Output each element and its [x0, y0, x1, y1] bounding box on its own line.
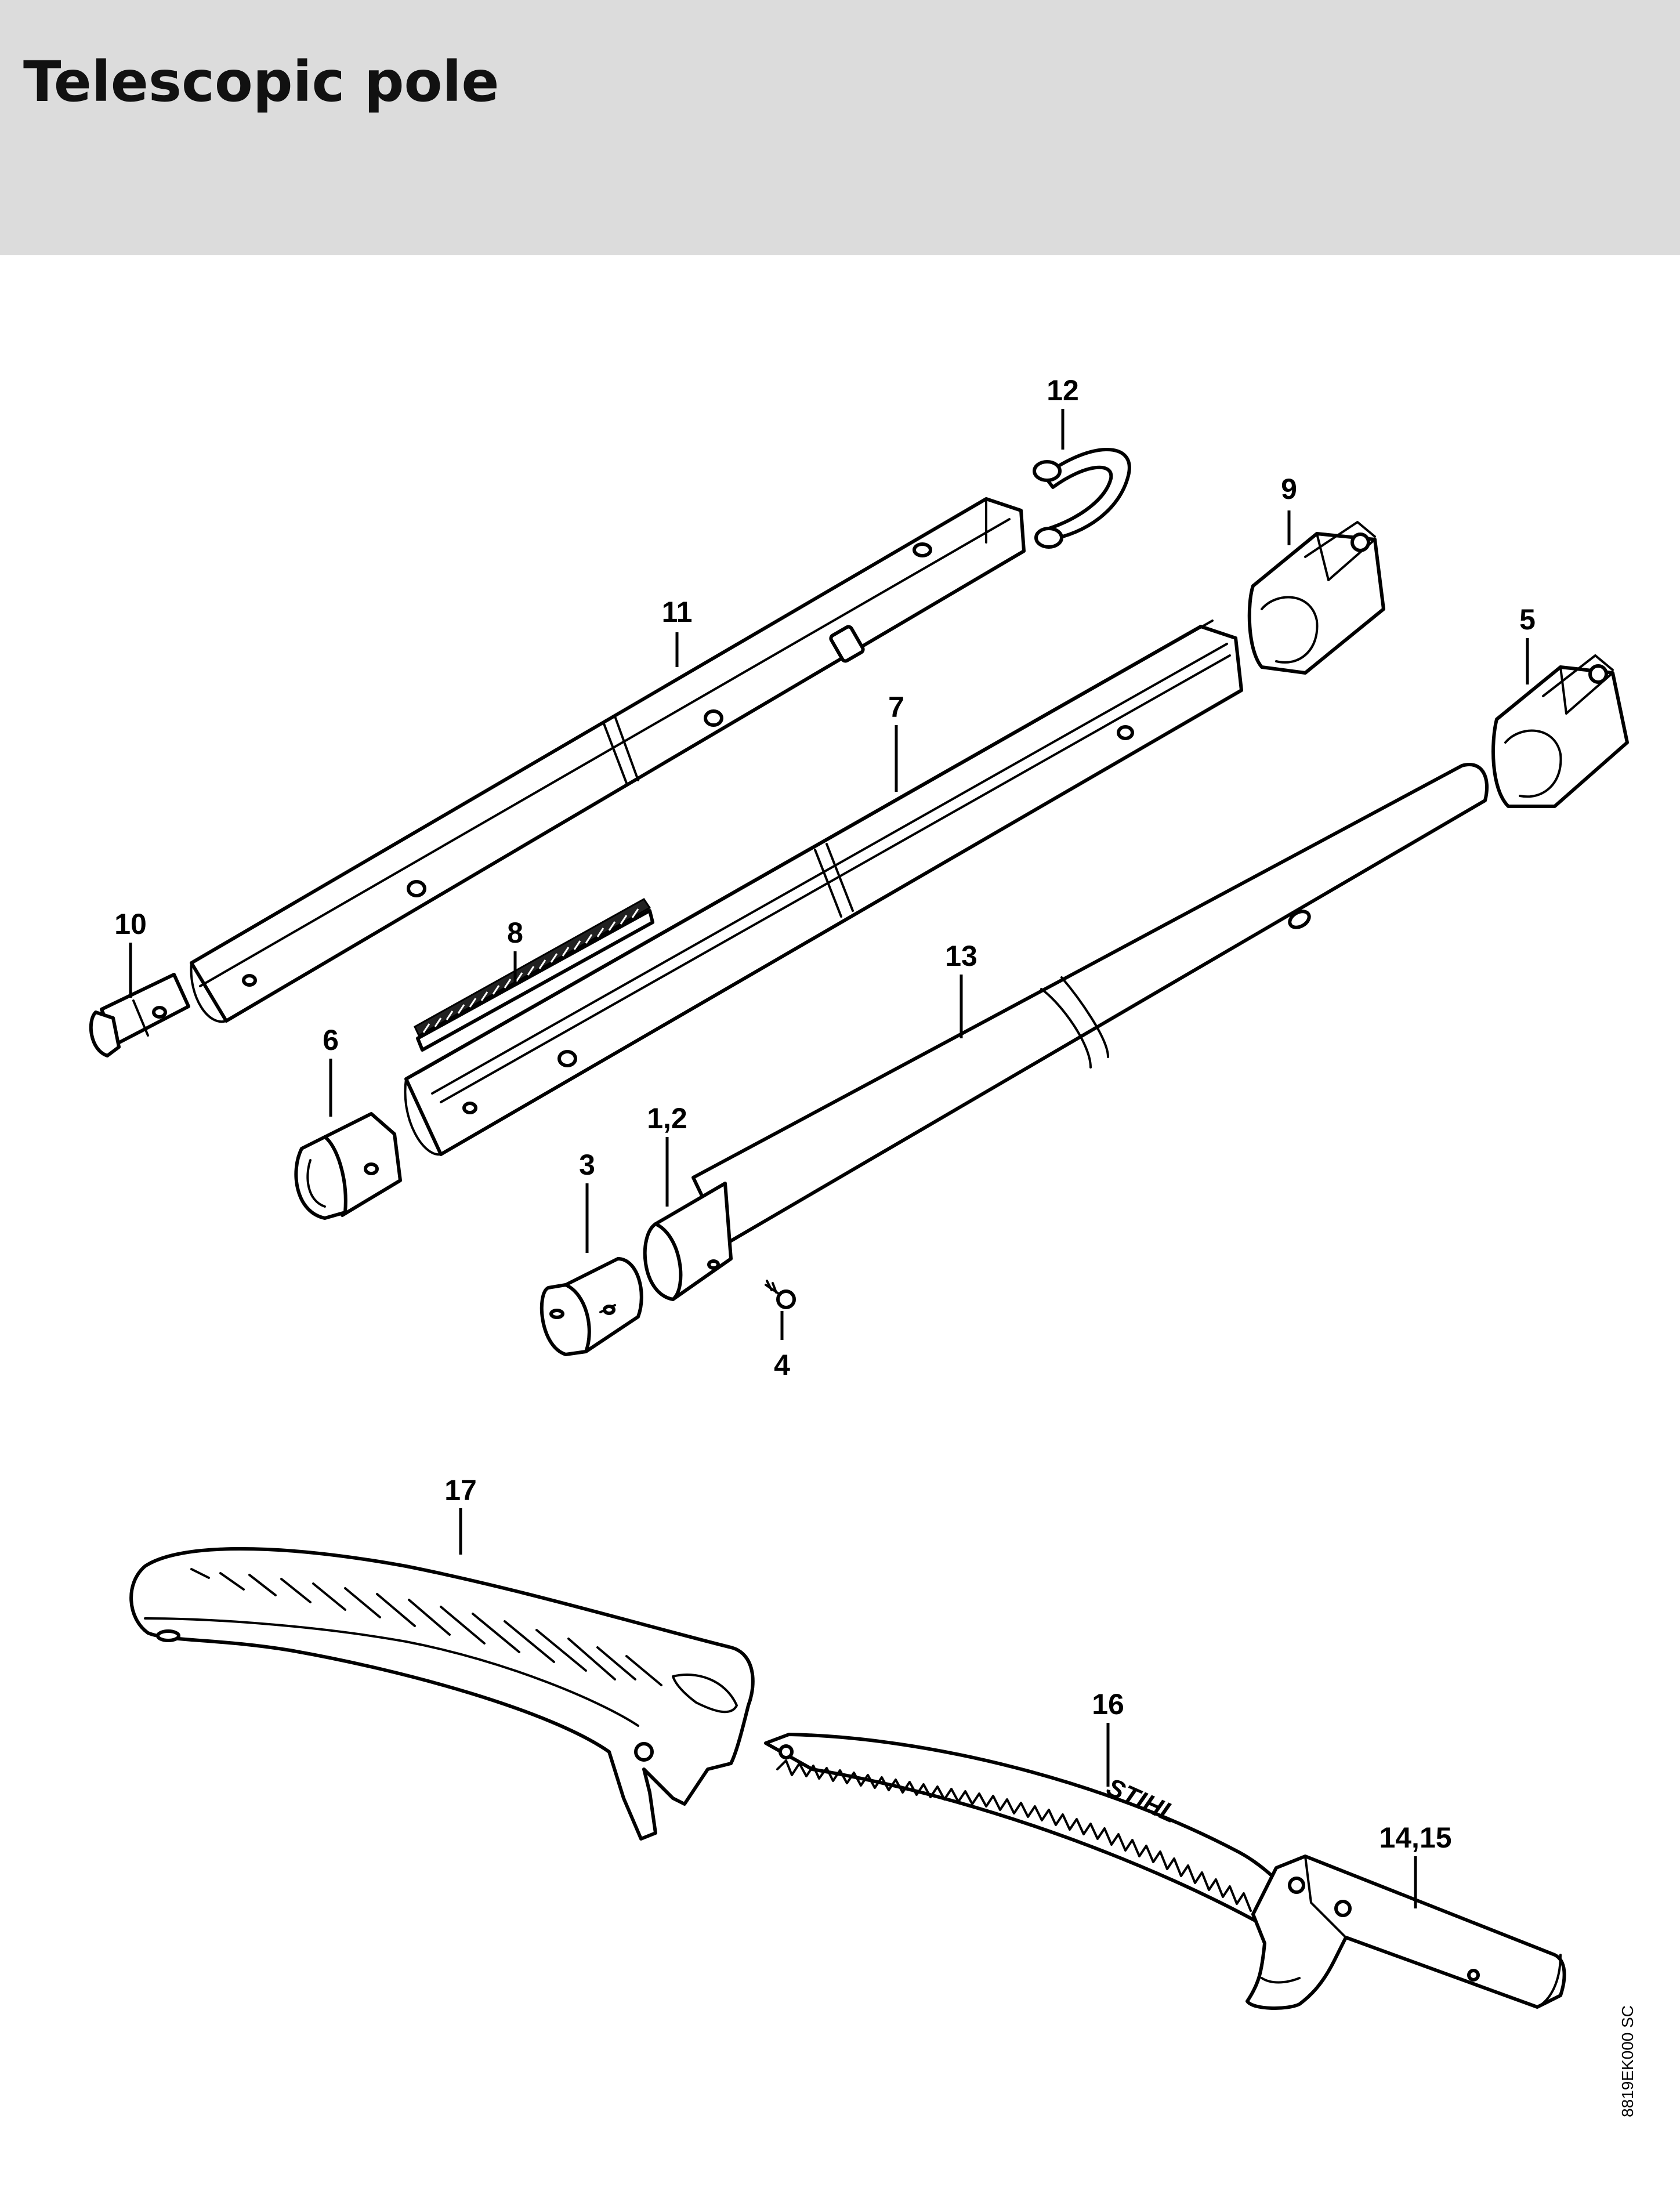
part-6-end-cap [294, 1112, 402, 1220]
part-5-clamp [1491, 654, 1629, 808]
part-13-pole-tube [691, 763, 1489, 1246]
part-16-saw: STIHL [764, 1733, 1290, 1928]
callout-14-15: 14,15 [1379, 1821, 1451, 1854]
callout-10: 10 [114, 908, 147, 940]
callout-16: 16 [1092, 1688, 1124, 1720]
callout-7: 7 [888, 691, 904, 723]
header-bar: Telescopic pole [0, 0, 1680, 255]
callout-3: 3 [579, 1149, 595, 1181]
part-11-pole-section [190, 497, 1026, 1023]
callout-4: 4 [774, 1349, 790, 1381]
part-9-clamp [1247, 521, 1385, 675]
part-17-scabbard [129, 1547, 755, 1841]
callout-8: 8 [507, 917, 523, 949]
part-10-end-cap [89, 973, 190, 1057]
part-12-strap [1033, 448, 1131, 549]
part-8-rack [414, 898, 654, 1052]
callout-6: 6 [323, 1024, 339, 1056]
document-code: 8819EK000 SC [1619, 2005, 1636, 2117]
callout-9: 9 [1281, 473, 1297, 505]
part-4-screw [765, 1280, 796, 1309]
callout-17: 17 [444, 1474, 477, 1506]
callout-13: 13 [945, 940, 977, 972]
callout-12: 12 [1047, 374, 1079, 407]
leader-lines [129, 409, 1529, 1908]
callout-5: 5 [1519, 603, 1536, 636]
callout-labels: 12 9 11 5 7 10 8 13 6 1,2 3 4 17 16 14,1… [114, 374, 1536, 1854]
page-title: Telescopic pole [23, 49, 499, 114]
part-3-end-cap [540, 1257, 643, 1356]
part-7-pole-section [404, 620, 1243, 1156]
part-1-2-tube-end [643, 1182, 733, 1301]
callout-11: 11 [662, 596, 693, 628]
part-14-15-saw-handle [1245, 1854, 1566, 2010]
callout-1-2: 1,2 [647, 1102, 687, 1135]
